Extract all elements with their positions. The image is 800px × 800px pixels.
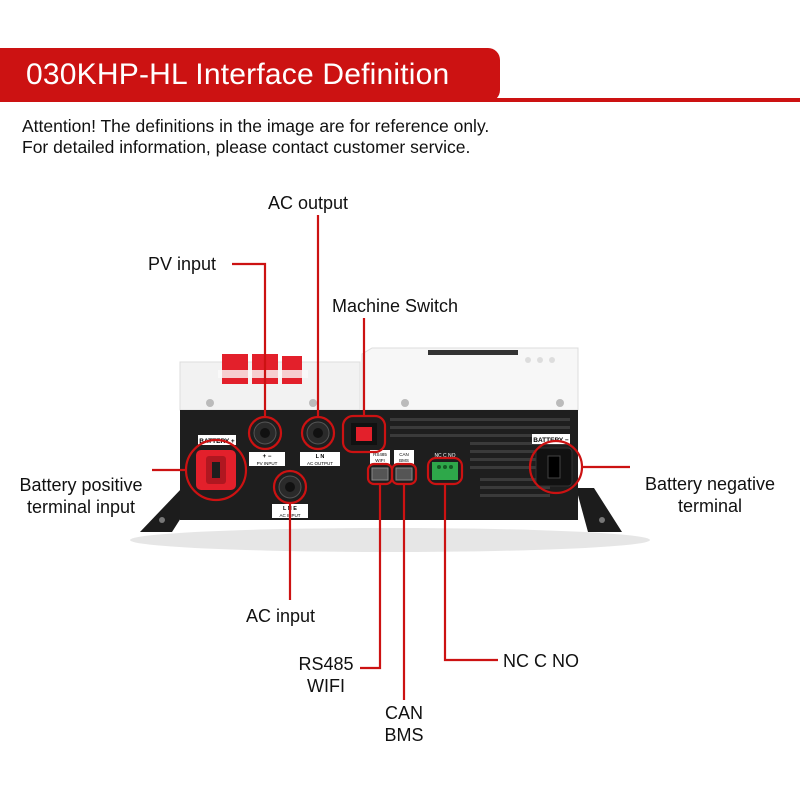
indicator-light-3 xyxy=(549,357,555,363)
pv-polarity-text: + − xyxy=(263,454,272,460)
label-can: CAN xyxy=(384,703,423,723)
label-battery-positive: Battery positive terminal input xyxy=(6,474,156,518)
wifi-plate-text: WIFI xyxy=(375,458,385,463)
label-battery-negative-line2: terminal xyxy=(677,496,743,516)
vent-slot xyxy=(480,494,550,497)
label-machine-switch: Machine Switch xyxy=(332,296,459,316)
right-foot-hole xyxy=(599,517,605,523)
breaker-1 xyxy=(222,354,248,384)
pv-input-leader xyxy=(232,262,267,417)
pv-input-plate-text: PV INPUT xyxy=(257,461,278,466)
vent-slot xyxy=(390,434,570,437)
ac-output-plate xyxy=(300,452,340,466)
display-strip xyxy=(428,350,518,355)
title-banner: 030KHP-HL Interface Definition xyxy=(0,48,500,102)
notice-line-1: Attention! The definitions in the image … xyxy=(22,116,490,136)
dry-contact-screw-2 xyxy=(443,465,447,469)
ac-output-pins-text: L N xyxy=(316,454,325,460)
right-mounting-foot xyxy=(576,488,622,532)
ac-output-plate-text: AC OUTPUT xyxy=(307,461,333,466)
right-top-cover xyxy=(361,347,579,411)
page-title: 030KHP-HL Interface Definition xyxy=(26,58,450,91)
battery-pos-plate-text: BATTERY + xyxy=(199,438,235,445)
notice-line-2: For detailed information, please contact… xyxy=(22,137,471,157)
breaker-band xyxy=(218,370,308,378)
screw-1 xyxy=(206,399,214,407)
rs485-plate-text: RS485 xyxy=(373,452,387,457)
left-foot-hole xyxy=(159,517,165,523)
vent-slot xyxy=(480,478,550,481)
screw-2 xyxy=(309,399,317,407)
ac-input-core xyxy=(285,482,295,492)
rs485-leader xyxy=(360,484,382,670)
rs485-plate xyxy=(370,450,390,464)
pv-input-plate xyxy=(249,452,285,466)
can-port xyxy=(395,467,413,481)
label-can-bms: CAN BMS xyxy=(376,702,432,746)
label-rs485-wifi: RS485 WIFI xyxy=(294,653,358,697)
dry-contact-screw-3 xyxy=(449,465,453,469)
battery-neg-plate xyxy=(532,434,570,444)
vent-slot xyxy=(480,486,550,489)
indicator-light-1 xyxy=(525,357,531,363)
vent-slot xyxy=(470,442,570,445)
label-pv-input: PV input xyxy=(148,254,217,274)
battery-neg-pin xyxy=(547,455,561,479)
label-ac-input: AC input xyxy=(246,606,316,626)
pv-input-core xyxy=(260,428,270,438)
dry-contact-leader xyxy=(443,484,498,662)
battery-pos-pin xyxy=(212,462,220,478)
machine-switch-rocker xyxy=(356,427,372,441)
label-wifi: WIFI xyxy=(307,676,345,696)
can-plate xyxy=(394,450,414,464)
indicator-light-2 xyxy=(537,357,543,363)
notice-text: Attention! The definitions in the image … xyxy=(22,116,489,158)
vent-slot xyxy=(470,450,570,453)
vent-slot xyxy=(470,466,570,469)
dry-contact-terminal xyxy=(432,462,458,480)
label-bms: BMS xyxy=(384,725,424,745)
screw-3 xyxy=(401,399,409,407)
bms-plate-text: BMS xyxy=(399,458,409,463)
dry-contact-screw-1 xyxy=(437,465,441,469)
label-nc-c-no: NC C NO xyxy=(503,651,579,671)
vent-slot xyxy=(390,426,570,429)
can-plate-text: CAN xyxy=(399,452,409,457)
vent-slot xyxy=(390,418,570,421)
label-battery-positive-line2: terminal input xyxy=(26,497,136,517)
screw-4 xyxy=(556,399,564,407)
vent-slots xyxy=(390,418,570,497)
label-battery-negative-line1: Battery negative xyxy=(644,474,776,494)
vent-slot xyxy=(470,458,570,461)
ac-output-core xyxy=(313,428,323,438)
label-ac-output: AC output xyxy=(268,193,349,213)
label-battery-negative: Battery negative terminal xyxy=(630,473,790,517)
banner-underline xyxy=(0,98,800,102)
rs485-port xyxy=(371,467,389,481)
dry-contact-plate-text: NC C NO xyxy=(434,453,455,459)
label-battery-positive-line1: Battery positive xyxy=(19,475,143,495)
device-shadow xyxy=(130,528,650,552)
label-rs485: RS485 xyxy=(298,654,354,674)
callout-leaders xyxy=(152,215,630,700)
